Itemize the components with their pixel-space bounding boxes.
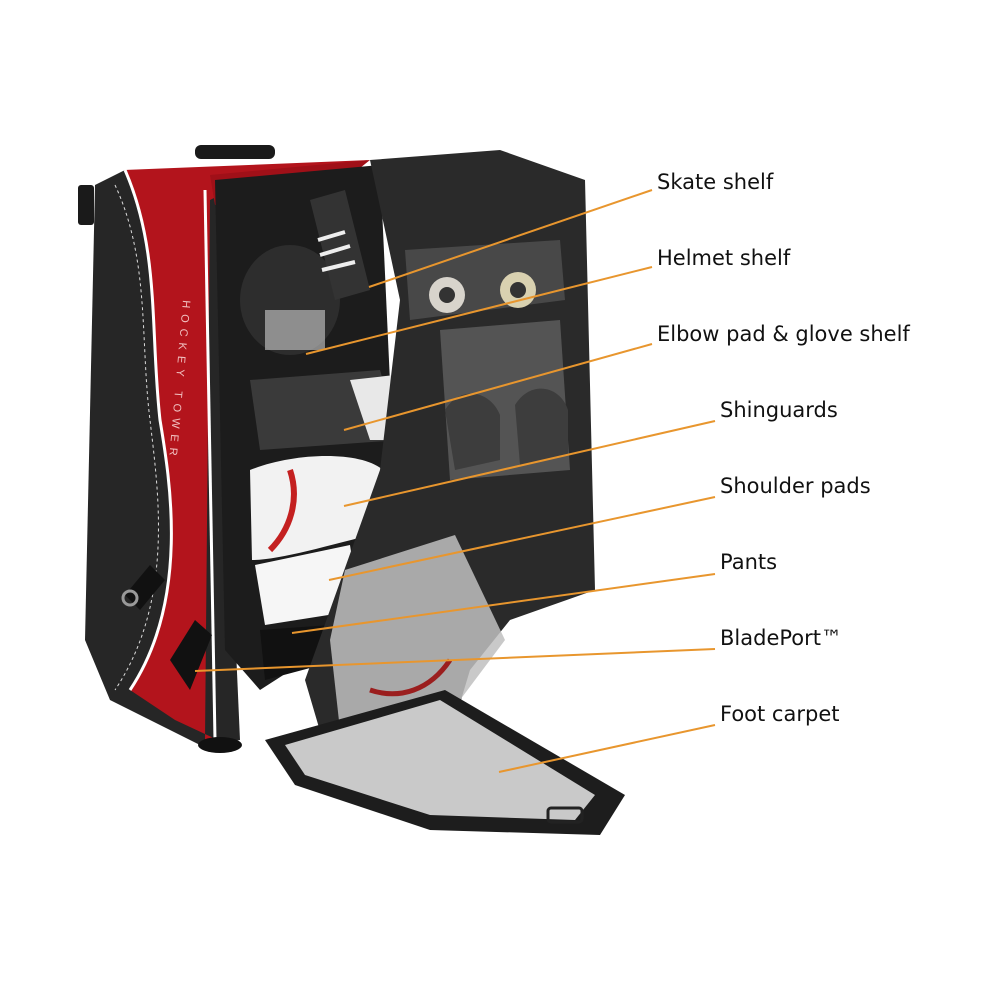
bag-detail-shape — [439, 287, 455, 303]
leader-line-foot-carpet — [498, 724, 716, 773]
wheel — [198, 737, 242, 753]
bag-detail-shape — [203, 189, 217, 741]
shinguard — [445, 393, 500, 470]
carpet-tab[interactable] — [546, 806, 584, 824]
skate — [310, 190, 370, 300]
bladeport-strap — [170, 620, 212, 690]
leader-line-helmet-shelf — [305, 266, 653, 355]
top-handle[interactable] — [195, 145, 275, 159]
label-foot-carpet: Foot carpet — [720, 702, 840, 726]
label-pants: Pants — [720, 550, 778, 574]
bag-detail-shape — [123, 169, 173, 691]
leader-lines — [194, 189, 716, 773]
foot-carpet — [285, 700, 595, 820]
leader-line-pants — [291, 573, 716, 634]
leader-line-skate-shelf — [368, 189, 653, 288]
bag-detail-shape — [317, 230, 356, 272]
leader-line-bladeport — [194, 648, 716, 672]
strap — [125, 565, 165, 610]
leader-line-elbow-glove-shelf — [343, 343, 653, 431]
label-bladeport: BladePort™ — [720, 626, 842, 650]
side-handle[interactable] — [78, 185, 94, 225]
leader-line-shinguards — [343, 420, 716, 507]
label-skate-shelf: Skate shelf — [657, 170, 774, 194]
label-helmet-shelf: Helmet shelf — [657, 246, 791, 270]
bag-detail-shape — [265, 310, 325, 350]
label-elbow-glove-shelf: Elbow pad & glove shelf — [657, 322, 910, 346]
label-shoulder-pads: Shoulder pads — [720, 474, 871, 498]
bag-red-panel — [125, 160, 370, 748]
shinguard — [515, 388, 568, 465]
bag-detail-shape — [114, 184, 159, 691]
leader-line-shoulder-pads — [328, 496, 716, 581]
label-shinguards: Shinguards — [720, 398, 838, 422]
bag-detail-shape — [267, 469, 297, 553]
bag-detail-shape — [121, 589, 139, 607]
bag-detail-shape — [369, 658, 453, 697]
bag-detail-shape — [510, 282, 526, 298]
gloves-mesh — [330, 535, 505, 760]
